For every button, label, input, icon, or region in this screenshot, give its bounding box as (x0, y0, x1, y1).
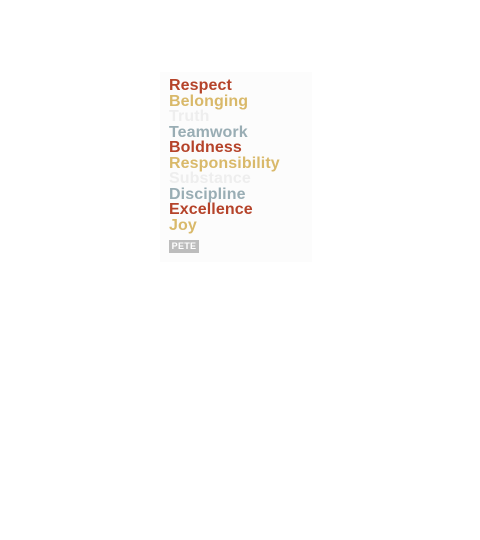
word-boldness: Boldness (169, 139, 242, 156)
word-discipline: Discipline (169, 185, 246, 203)
word-truth: Truth (169, 108, 210, 125)
word-belonging: Belonging (169, 92, 249, 110)
word-excellence: Excellence (169, 201, 253, 218)
values-word-list: Respect Belonging Truth Teamwork Boldnes… (169, 78, 280, 233)
poster-panel (160, 72, 312, 262)
word-responsibility: Responsibility (169, 154, 280, 172)
word-joy: Joy (169, 216, 197, 234)
pete-logo-badge: PETE (169, 240, 199, 253)
word-substance: Substance (169, 170, 251, 187)
word-teamwork: Teamwork (169, 123, 248, 141)
word-respect: Respect (169, 77, 232, 94)
